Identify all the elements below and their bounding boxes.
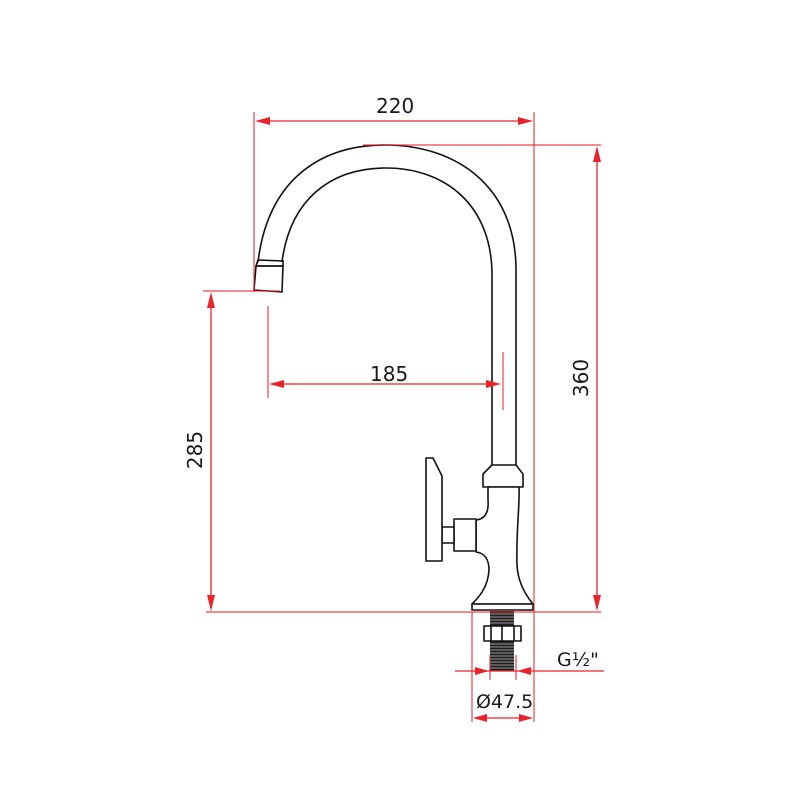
dim-spout-reach bbox=[267, 306, 504, 410]
lever-handle bbox=[425, 457, 443, 562]
dim-spout-height bbox=[203, 290, 472, 613]
base-flange bbox=[471, 603, 534, 611]
label-overall-height: 360 bbox=[569, 358, 593, 398]
dim-thread-size bbox=[455, 655, 604, 680]
dim-overall-reach bbox=[253, 112, 535, 612]
valve-stem-hub bbox=[453, 518, 477, 552]
faucet-outline bbox=[253, 144, 534, 671]
spout-inner-curve bbox=[281, 167, 493, 468]
label-thread-size: G½" bbox=[557, 649, 599, 671]
valve-stem bbox=[441, 526, 455, 544]
lock-nut bbox=[483, 625, 522, 642]
body-collar bbox=[482, 464, 524, 488]
label-spout-reach: 185 bbox=[370, 362, 409, 386]
label-spout-height: 285 bbox=[183, 430, 207, 470]
aerator bbox=[253, 265, 284, 293]
aerator-ring bbox=[254, 259, 284, 267]
body bbox=[471, 486, 534, 605]
spout-outer-curve bbox=[257, 144, 517, 468]
label-base-diameter: Ø47.5 bbox=[476, 691, 534, 713]
dim-base-diameter bbox=[471, 612, 535, 722]
dim-overall-height bbox=[363, 144, 601, 613]
label-overall-reach: 220 bbox=[376, 94, 415, 118]
